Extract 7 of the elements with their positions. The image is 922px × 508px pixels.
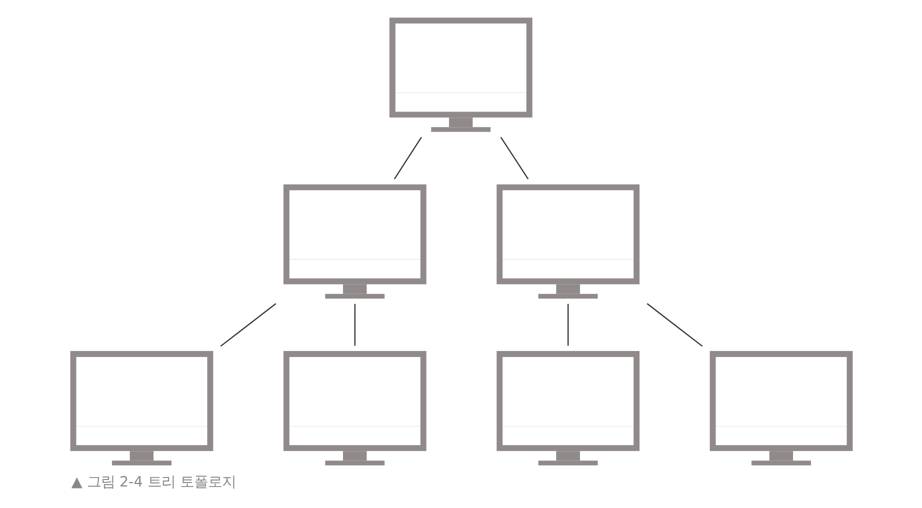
connector	[567, 304, 568, 346]
connector	[500, 136, 528, 180]
caption: ▲ 그림 2-4 트리 토폴로지	[70, 474, 236, 490]
connector	[646, 303, 702, 347]
connector	[354, 304, 356, 346]
connector	[220, 303, 276, 347]
connector	[393, 136, 422, 180]
